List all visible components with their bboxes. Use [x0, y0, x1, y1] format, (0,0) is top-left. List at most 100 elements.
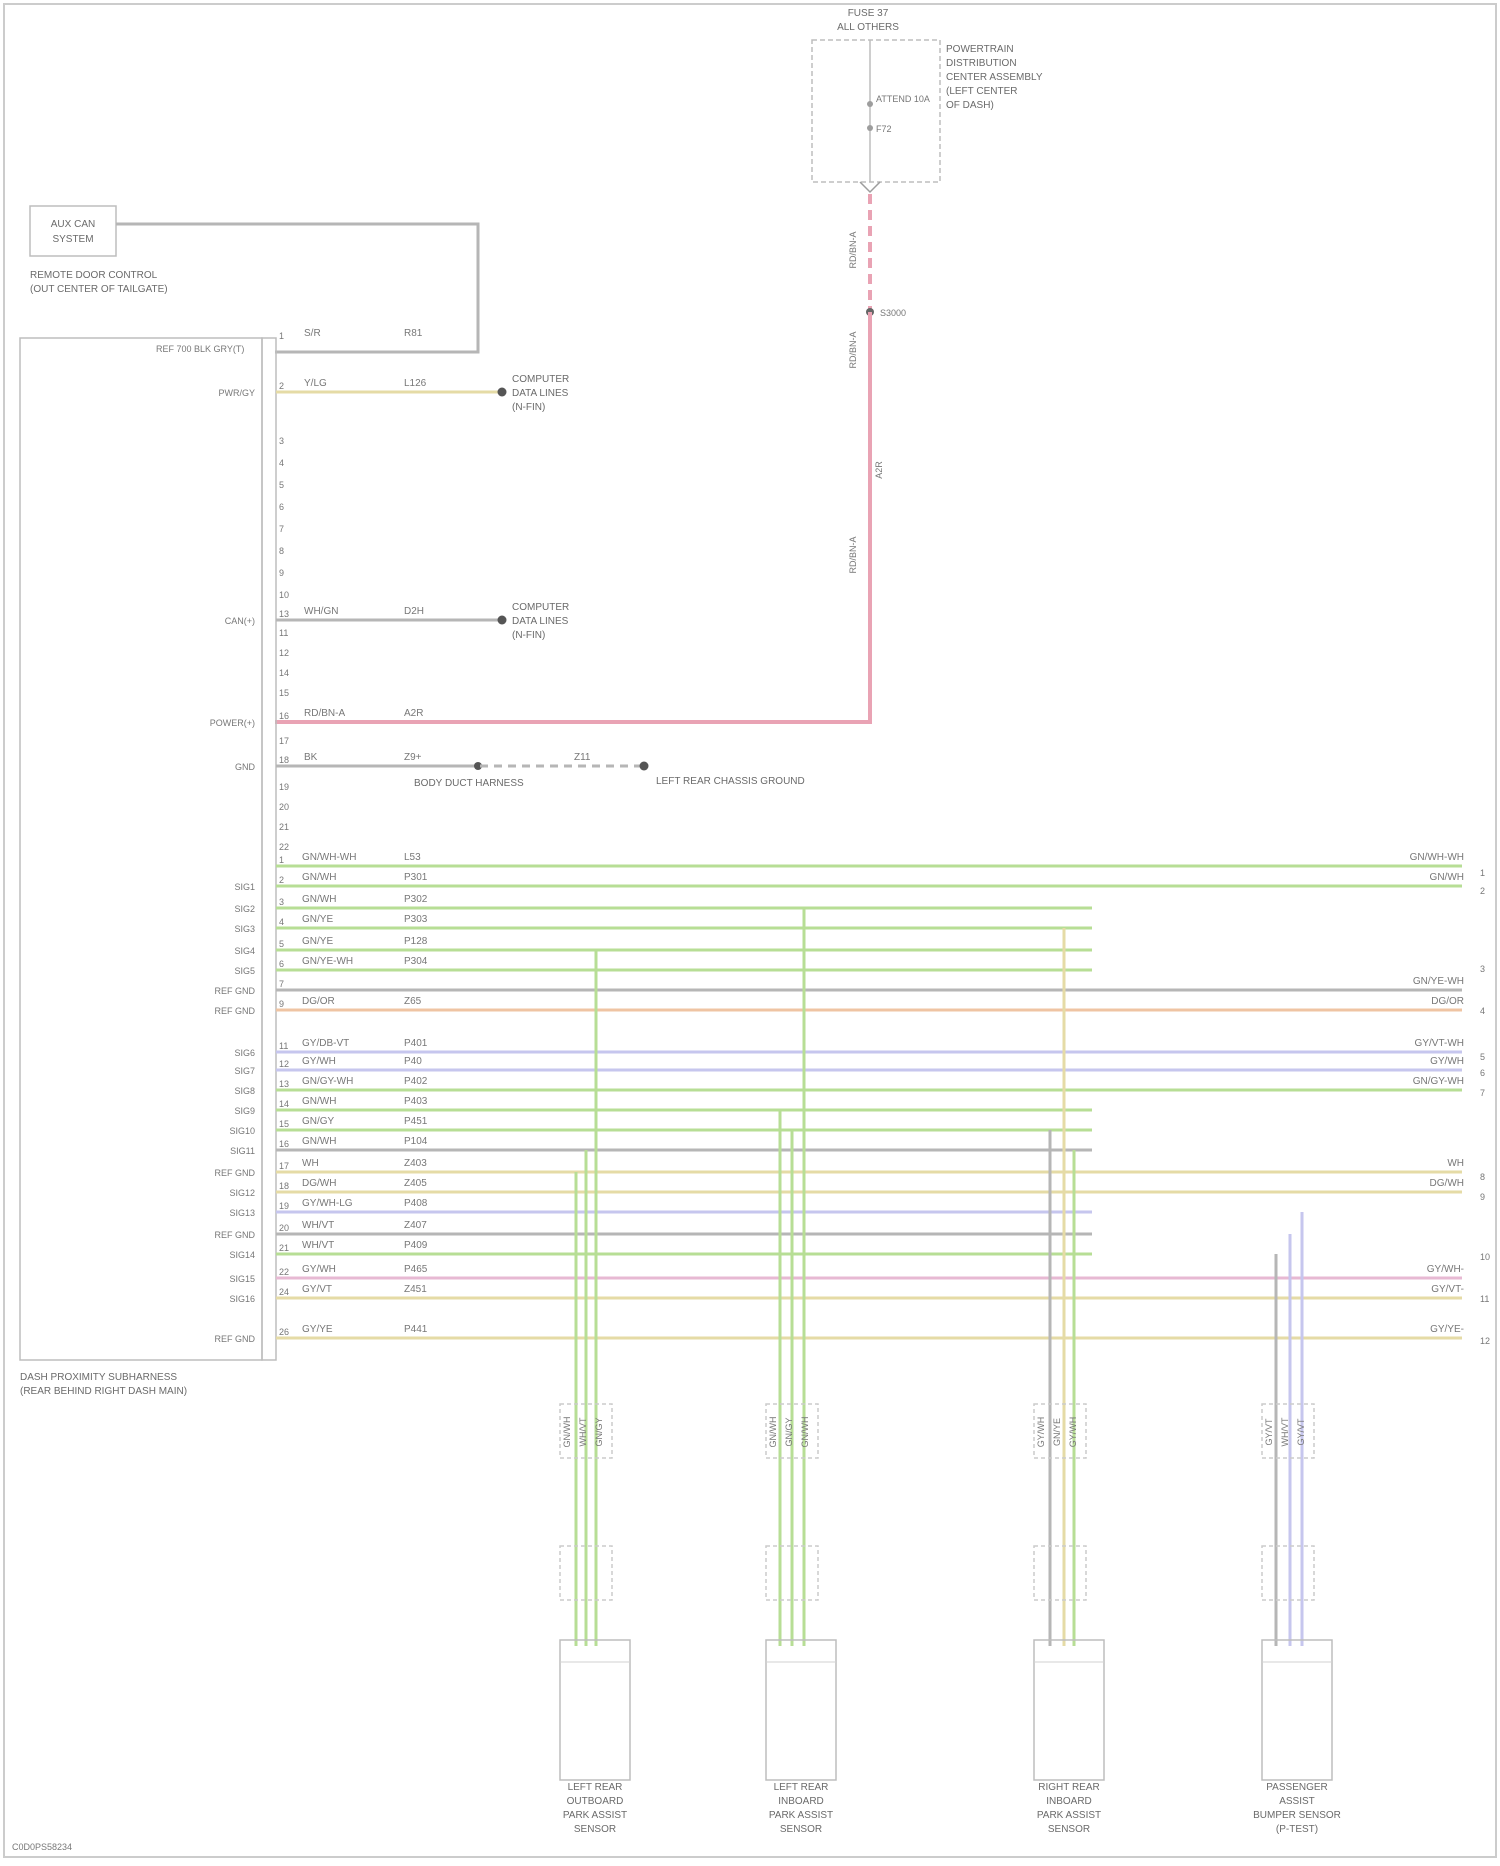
data-line-connector [498, 616, 507, 625]
small-module-caption-1: REMOTE DOOR CONTROL [30, 270, 158, 281]
sensor-caption: SENSOR [780, 1824, 822, 1835]
harness-wire-color: GN/WH [302, 1136, 336, 1147]
harness-left-label: SIG12 [229, 1188, 255, 1198]
harness-circuit: P128 [404, 936, 428, 947]
harness-right-label: GY/VT- [1431, 1284, 1464, 1295]
top-left-label: CAN(+) [225, 616, 255, 626]
top-pin-18: 18 [279, 755, 289, 765]
harness-left-label: SIG1 [234, 882, 255, 892]
pin-number-22: 22 [279, 842, 289, 852]
harness-left-label: REF GND [215, 1168, 256, 1178]
main-module-header: REF 700 BLK GRY(T) [156, 344, 244, 354]
harness-left-label: SIG3 [234, 924, 255, 934]
harness-wire-color: DG/WH [302, 1178, 336, 1189]
harness-right-label: GY/WH- [1427, 1264, 1464, 1275]
sensor-caption: SENSOR [574, 1824, 616, 1835]
top-left-label: GND [235, 762, 256, 772]
harness-left-label: REF GND [215, 1006, 256, 1016]
harness-wire-color: GY/WH-LG [302, 1198, 353, 1209]
right-terminal: 2 [1480, 886, 1485, 896]
data-line-label: (N-FIN) [512, 630, 545, 641]
sensor-caption: LEFT REAR [568, 1782, 623, 1793]
top-wire-color: WH/GN [304, 606, 338, 617]
harness-right-label: GY/WH [1430, 1056, 1464, 1067]
harness-circuit: Z403 [404, 1158, 427, 1169]
right-terminal: 1 [1480, 868, 1485, 878]
harness-pin-24: 24 [279, 1287, 289, 1297]
harness-wire-color: GY/WH [302, 1264, 336, 1275]
pin-number-10: 10 [279, 590, 289, 600]
pin-number-12: 12 [279, 648, 289, 658]
harness-circuit: Z405 [404, 1178, 427, 1189]
harness-circuit: P402 [404, 1076, 428, 1087]
sensor-body [1262, 1640, 1332, 1780]
small-module-text-2: SYSTEM [52, 234, 93, 245]
main-module-caption-1: DASH PROXIMITY SUBHARNESS [20, 1372, 177, 1383]
fuse-label-2: F72 [876, 124, 892, 134]
sensor-caption: ASSIST [1279, 1796, 1315, 1807]
harness-circuit: P403 [404, 1096, 428, 1107]
data-line-label: COMPUTER [512, 602, 569, 613]
fuse-terminal-lower [867, 125, 873, 131]
harness-wire-color: GN/WH-WH [302, 852, 356, 863]
harness-right-label: GN/WH-WH [1410, 852, 1464, 863]
harness-pin-1: 1 [279, 855, 284, 865]
harness-wire-color: GN/GY [302, 1116, 335, 1127]
data-line-label: DATA LINES [512, 388, 569, 399]
harness-wire-color: GN/WH [302, 894, 336, 905]
harness-right-label: GY/YE- [1430, 1324, 1464, 1335]
top-wire-color: RD/BN-A [304, 708, 345, 719]
harness-left-label: SIG15 [229, 1274, 255, 1284]
harness-wire-color: GN/WH [302, 1096, 336, 1107]
harness-circuit: P40 [404, 1056, 422, 1067]
park-assist-sensor: GN/WHGN/GYGN/WHLEFT REARINBOARDPARK ASSI… [766, 1404, 836, 1835]
harness-left-label: REF GND [215, 986, 256, 996]
harness-wire-color: WH/VT [302, 1240, 334, 1251]
harness-circuit: P304 [404, 956, 428, 967]
harness-circuit: Z407 [404, 1220, 427, 1231]
red-wire-label-2: RD/BN-A [848, 331, 858, 368]
sensor-wire-label: WH/VT [578, 1417, 588, 1446]
harness-left-label: SIG9 [234, 1106, 255, 1116]
fuse-box-label-5: OF DASH) [946, 100, 994, 111]
main-connector-strip [262, 338, 276, 1360]
harness-left-label: SIG14 [229, 1250, 255, 1260]
pin-number-3: 3 [279, 436, 284, 446]
harness-circuit: P441 [404, 1324, 428, 1335]
top-circuit: Z9+ [404, 752, 422, 763]
harness-wire-color: WH/VT [302, 1220, 334, 1231]
pin-number-8: 8 [279, 546, 284, 556]
harness-circuit: P104 [404, 1136, 428, 1147]
harness-left-label: REF GND [215, 1334, 256, 1344]
sensor-caption: PARK ASSIST [769, 1810, 833, 1821]
sensor-wire-label: GY/VT [1264, 1418, 1274, 1446]
sensor-wire-label: WH/VT [1280, 1417, 1290, 1446]
harness-left-label: SIG6 [234, 1048, 255, 1058]
pin-number-7: 7 [279, 524, 284, 534]
footer-code: C0D0PS58234 [12, 1842, 72, 1852]
sensor-connector-lower [1262, 1546, 1314, 1600]
harness-circuit: P465 [404, 1264, 428, 1275]
harness-pin-17: 17 [279, 1161, 289, 1171]
sensor-caption: PASSENGER [1266, 1782, 1328, 1793]
sensor-connector-lower [1034, 1546, 1086, 1600]
red-wire-label-4: RD/BN-A [848, 536, 858, 573]
unused-pin-numbers: 345678910111214151719202122 [279, 436, 289, 852]
small-module-box [30, 206, 116, 256]
sensor-caption: BUMPER SENSOR [1253, 1810, 1341, 1821]
harness-pin-9: 9 [279, 999, 284, 1009]
right-terminal: 9 [1480, 1192, 1485, 1202]
sensor-harness-wires: 1GN/WH-WHL53GN/WH-WH12SIG1GN/WHP301GN/WH… [215, 852, 1491, 1346]
fuse-bottom-connector [860, 182, 880, 192]
fuse-box-label-3: CENTER ASSEMBLY [946, 72, 1043, 83]
top-wire-color: BK [304, 752, 318, 763]
pin-number-14: 14 [279, 668, 289, 678]
harness-circuit: Z65 [404, 996, 422, 1007]
harness-pin-16: 16 [279, 1139, 289, 1149]
harness-left-label: SIG10 [229, 1126, 255, 1136]
sensor-wire-label: GY/VT [1296, 1418, 1306, 1446]
harness-pin-15: 15 [279, 1119, 289, 1129]
harness-wire-color: GY/VT [302, 1284, 332, 1295]
